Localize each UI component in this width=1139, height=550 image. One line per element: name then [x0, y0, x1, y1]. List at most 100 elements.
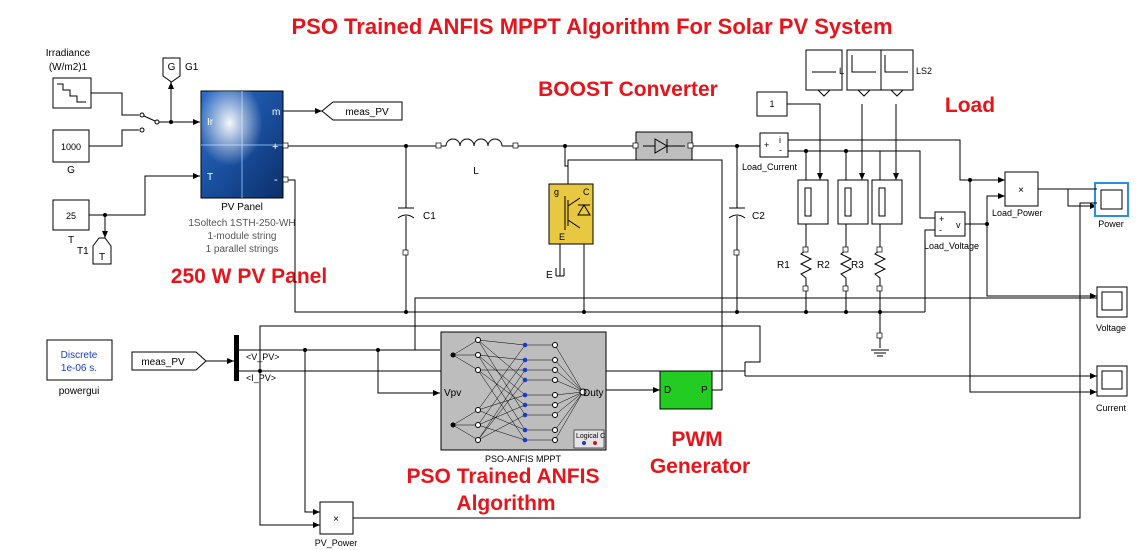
g-constant-value: 1000: [61, 142, 81, 152]
t-constant-block[interactable]: [52, 199, 90, 231]
bus-vpv-label: <V_PV>: [246, 352, 280, 362]
igbt-port-g: g: [554, 187, 559, 197]
anfis-block-name: PSO-ANFIS MPPT: [485, 454, 562, 464]
sens-v-plus: +: [939, 214, 944, 224]
anfis-logical-sub: [573, 429, 605, 449]
sens-i-minus: -: [779, 145, 782, 155]
capacitor-c1-label: C1: [423, 211, 436, 222]
scope-power[interactable]: [1094, 182, 1129, 217]
goto-g-label: G1: [185, 62, 199, 73]
boost-diode[interactable]: [632, 131, 694, 161]
meas-pv-goto[interactable]: [321, 101, 403, 121]
goto-g[interactable]: [162, 57, 181, 83]
load-voltage-label: Load_Voltage: [924, 241, 979, 251]
pv-port-plus: +: [272, 141, 278, 153]
sens-i-out: i: [779, 135, 781, 145]
scope-current-label: Current: [1096, 403, 1127, 413]
goto-g-text: G: [168, 62, 176, 73]
resistor-r2[interactable]: [839, 224, 853, 312]
breaker-2[interactable]: [837, 179, 869, 225]
load-current-sensor[interactable]: [759, 132, 789, 158]
goto-t-label: T1: [77, 246, 89, 257]
pv-desc-3: 1 parallel strings: [206, 244, 279, 255]
meas-pv-from[interactable]: [131, 351, 207, 371]
scope-voltage[interactable]: [1096, 286, 1128, 318]
sens-v-minus: -: [939, 225, 942, 235]
irradiance-label-1: Irradiance: [46, 48, 91, 59]
bus-ipv-label: <I_PV>: [246, 373, 276, 383]
resistor-r1-label: R1: [777, 260, 790, 271]
anfis-title-line2: Algorithm: [456, 492, 555, 515]
load-switch-indicator-2[interactable]: [846, 49, 882, 97]
pv-desc-2: 1-module string: [208, 231, 277, 242]
anfis-nodes: [450, 337, 587, 443]
g-constant-label: G: [67, 165, 75, 176]
resistor-r3-label: R3: [851, 260, 864, 271]
anfis-input-label: Vpv: [444, 388, 461, 399]
load-title: Load: [945, 94, 995, 117]
pwm-port-p: P: [701, 385, 708, 396]
load-switch-indicator-ls2[interactable]: [880, 49, 914, 97]
load-switch-indicator-l[interactable]: [805, 49, 843, 97]
anfis-output-label: Duty: [583, 388, 604, 399]
anfis-title-line1: PSO Trained ANFIS: [407, 465, 600, 488]
resistor-r1[interactable]: [799, 224, 813, 312]
goto-t[interactable]: [92, 237, 112, 265]
meas-pv-from-text: meas_PV: [141, 357, 185, 368]
manual-switch[interactable]: [139, 112, 160, 133]
igbt-switch[interactable]: [548, 183, 594, 245]
inductor-label: L: [473, 166, 479, 177]
pv-power-label: PV_Power: [315, 538, 358, 548]
igbt-port-e: E: [559, 232, 565, 242]
goto-t-text: T: [99, 252, 105, 263]
ground-symbol: [871, 349, 889, 357]
t-constant-label: T: [68, 235, 74, 246]
anfis-logical-label: Logical C: [576, 433, 605, 440]
scope-voltage-label: Voltage: [1096, 323, 1126, 333]
pwm-port-d: D: [664, 385, 671, 396]
powergui-line1: Discrete: [61, 350, 98, 361]
powergui-line2: 1e-06 s.: [61, 363, 97, 374]
e-connection: [555, 262, 565, 277]
ls2-label: LS2: [916, 66, 932, 76]
load-power-mult: ×: [1018, 185, 1024, 196]
pv-port-minus: -: [274, 174, 278, 186]
igbt-port-c: C: [583, 187, 590, 197]
pv-desc-1: 1Soltech 1STH-250-WH: [188, 218, 295, 229]
pwm-title-line2: Generator: [650, 455, 750, 478]
main-title: PSO Trained ANFIS MPPT Algorithm For Sol…: [291, 14, 892, 39]
pv-panel-name: PV Panel: [221, 202, 263, 213]
t-constant-value: 25: [66, 211, 76, 221]
step-one-block[interactable]: [756, 91, 788, 117]
sens-v-out: v: [956, 220, 961, 230]
irradiance-label-2: (W/m2)1: [49, 62, 88, 73]
pv-port-m: m: [272, 107, 280, 118]
load-power-label: Load_Power: [992, 208, 1043, 218]
pv-power-mult: ×: [333, 514, 339, 525]
pwm-title-line1: PWM: [671, 428, 722, 451]
powergui-label: powergui: [59, 386, 100, 397]
powergui-block[interactable]: [46, 339, 113, 381]
capacitor-c2-label: C2: [752, 211, 765, 222]
ground-e-label: E: [546, 270, 553, 281]
scope-current[interactable]: [1096, 365, 1128, 397]
anfis-network-graphic: [452, 339, 584, 441]
breaker-1[interactable]: [797, 179, 829, 225]
sens-i-plus: +: [764, 140, 769, 150]
pv-port-t: T: [207, 172, 213, 183]
g-constant-block[interactable]: [52, 129, 90, 163]
pv-panel-block[interactable]: [200, 90, 284, 199]
irradiance-block[interactable]: [52, 77, 92, 109]
load-switch-l-label: L: [839, 66, 844, 76]
breaker-3[interactable]: [871, 179, 903, 225]
bus-selector[interactable]: [234, 335, 239, 381]
resistor-r3[interactable]: [873, 224, 887, 312]
resistor-r2-label: R2: [817, 260, 830, 271]
meas-pv-goto-text: meas_PV: [345, 107, 389, 118]
pv-panel-title: 250 W PV Panel: [171, 265, 327, 288]
load-current-label: Load_Current: [742, 162, 798, 172]
step-one-value: 1: [769, 99, 774, 109]
pwm-generator-block[interactable]: [659, 370, 713, 410]
inductor-l[interactable]: [435, 138, 519, 149]
